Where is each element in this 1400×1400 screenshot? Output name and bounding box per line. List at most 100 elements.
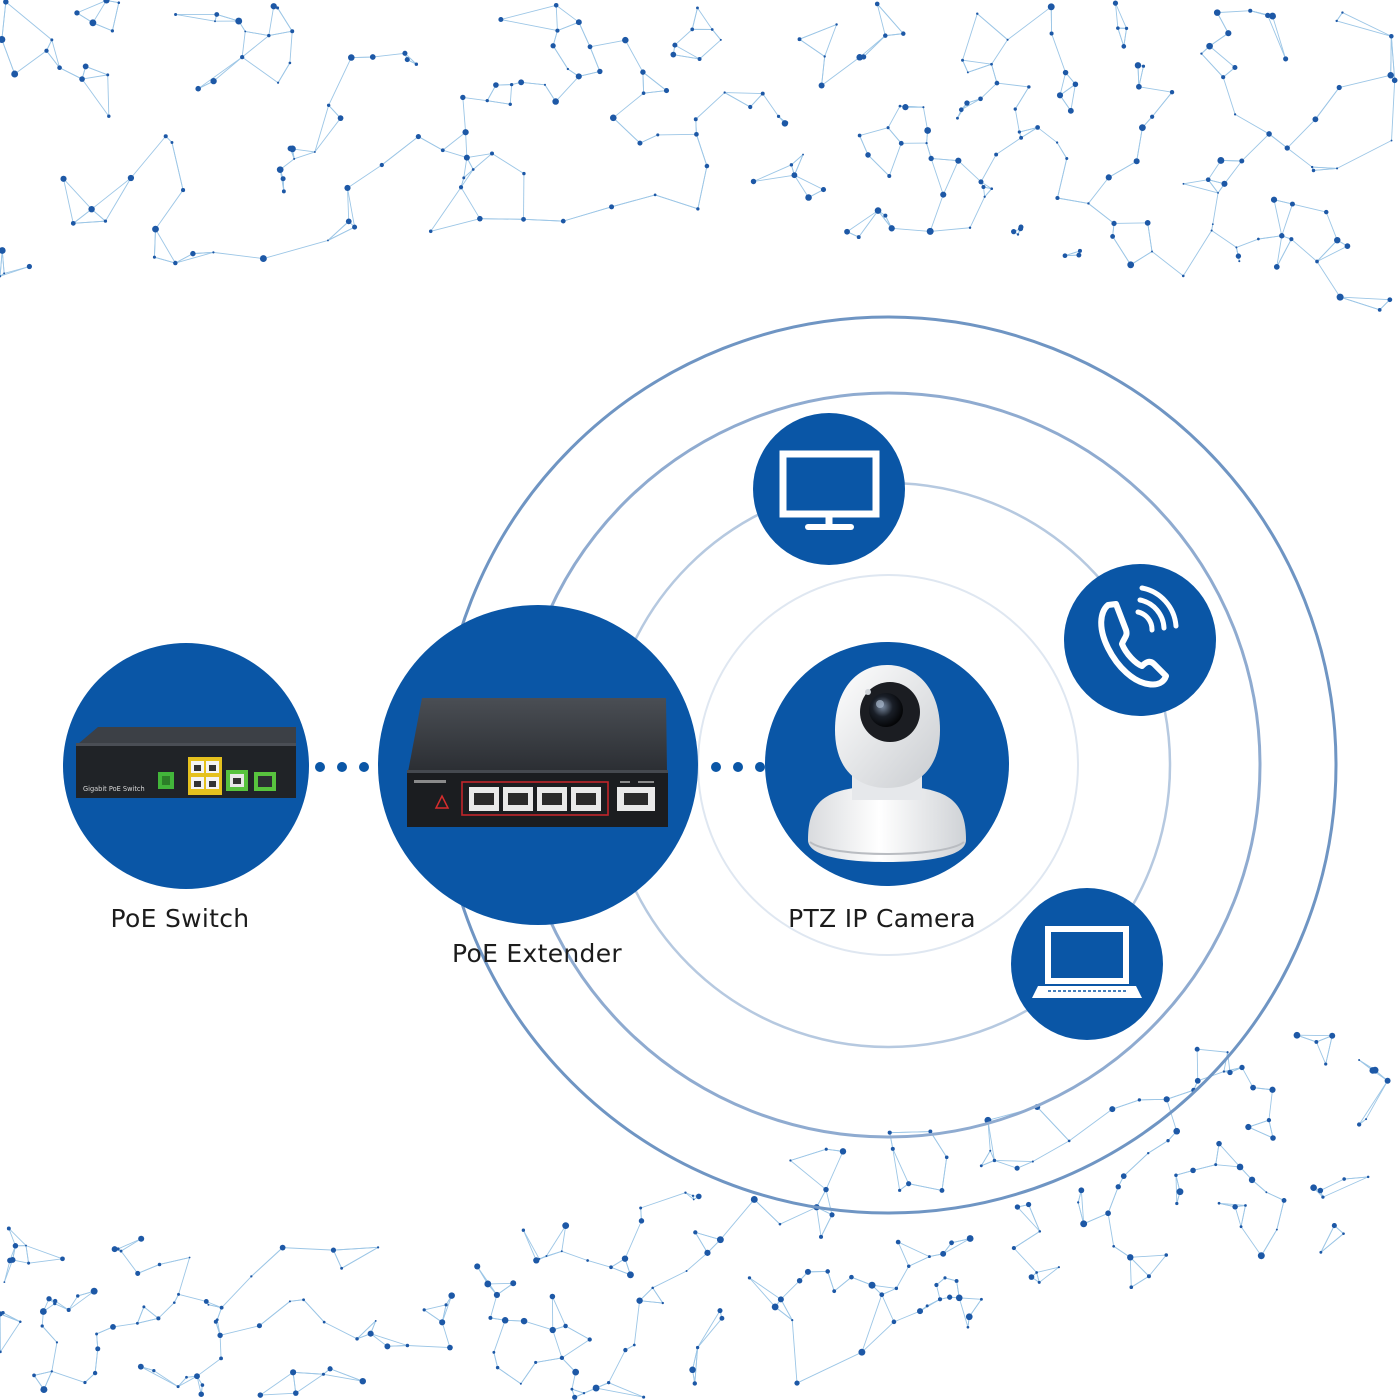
- mesh-node: [50, 1370, 53, 1373]
- mesh-link: [885, 33, 904, 37]
- mesh-node: [1055, 195, 1060, 201]
- mesh-link: [260, 1371, 294, 1396]
- mesh-link: [794, 174, 809, 198]
- mesh-link: [1320, 1225, 1335, 1253]
- mesh-node: [110, 1323, 116, 1330]
- mesh-link: [1019, 126, 1038, 133]
- mesh-link: [294, 151, 315, 160]
- mesh-link: [1088, 177, 1110, 204]
- mesh-node: [1018, 226, 1024, 232]
- mesh-link: [370, 1333, 408, 1346]
- mesh-node: [818, 1234, 824, 1239]
- mesh-node: [670, 51, 677, 58]
- mesh-node: [493, 1291, 500, 1299]
- mesh-node: [978, 96, 983, 102]
- mesh-node: [1270, 196, 1278, 203]
- mesh-node: [684, 1191, 687, 1194]
- mesh-link: [799, 38, 825, 57]
- mesh-node: [1239, 1225, 1243, 1229]
- mesh-link: [263, 239, 329, 260]
- mesh-link: [1, 39, 16, 75]
- mesh-node: [1384, 1077, 1391, 1084]
- mesh-link: [958, 1297, 969, 1328]
- mesh-link: [404, 52, 417, 65]
- mesh-node: [545, 1255, 548, 1258]
- mesh-link: [1240, 1226, 1262, 1256]
- mesh-link: [351, 56, 373, 58]
- mesh-link: [1151, 251, 1184, 277]
- mesh-link: [245, 30, 269, 37]
- mesh-node: [575, 73, 582, 80]
- mesh-link: [695, 1231, 721, 1241]
- mesh-link: [958, 160, 982, 183]
- mesh-node: [1391, 77, 1398, 84]
- mesh-link: [1219, 1202, 1246, 1206]
- mesh-link: [1175, 1169, 1194, 1176]
- mesh-link: [790, 1160, 827, 1190]
- mesh-link: [565, 1325, 590, 1340]
- mesh-link: [1313, 167, 1338, 171]
- mesh-node: [1319, 1250, 1323, 1254]
- mesh-node: [1270, 1135, 1276, 1141]
- mesh-link: [1183, 183, 1219, 194]
- mesh-link: [846, 210, 879, 233]
- mesh-link: [1166, 1099, 1178, 1132]
- mesh-link: [589, 46, 601, 72]
- mesh-link: [25, 1245, 30, 1264]
- mesh-link: [259, 1301, 291, 1327]
- mesh-link: [1028, 1204, 1041, 1232]
- mesh-link: [292, 148, 315, 153]
- mesh-link: [208, 1304, 222, 1309]
- mesh-link: [816, 1189, 827, 1208]
- mesh-node: [627, 1271, 634, 1279]
- mesh-node: [1336, 167, 1339, 170]
- mesh-link: [328, 57, 352, 106]
- mesh-node: [19, 1320, 22, 1324]
- mesh-link: [92, 0, 107, 24]
- mesh-node: [609, 204, 615, 210]
- mesh-link: [887, 127, 902, 144]
- mesh-link: [694, 1232, 708, 1254]
- mesh-node: [895, 1239, 901, 1245]
- mesh-node: [1377, 307, 1382, 312]
- mesh-link: [1223, 1067, 1243, 1072]
- mesh-link: [1241, 1067, 1254, 1088]
- mesh-node: [818, 82, 825, 89]
- mesh-node: [717, 1308, 723, 1314]
- mesh-link: [0, 266, 30, 277]
- mesh-node: [639, 1206, 643, 1210]
- mesh-node: [1310, 165, 1314, 169]
- mesh-node: [214, 12, 220, 17]
- mesh-link: [46, 50, 60, 68]
- mesh-node: [672, 42, 678, 48]
- mesh-node: [716, 1236, 724, 1244]
- mesh-node: [802, 153, 804, 156]
- mesh-link: [643, 90, 667, 94]
- mesh-node: [719, 38, 722, 41]
- mesh-node: [1013, 107, 1017, 111]
- mesh-node: [1331, 1223, 1337, 1229]
- mesh-link: [697, 7, 713, 30]
- mesh-link: [196, 1357, 222, 1377]
- mesh-link: [686, 1252, 708, 1272]
- mesh-node: [1150, 114, 1155, 119]
- mesh-node: [661, 1301, 664, 1305]
- mesh-link: [1201, 53, 1224, 78]
- mesh-node: [1136, 83, 1142, 90]
- mesh-node: [939, 1188, 945, 1193]
- mesh-node: [88, 205, 95, 213]
- mesh-node: [789, 1159, 792, 1162]
- mesh-link: [968, 1299, 982, 1317]
- mesh-node: [337, 115, 344, 122]
- mesh-link: [196, 1376, 202, 1395]
- mesh-node: [293, 1390, 299, 1396]
- mesh-node: [1358, 1058, 1361, 1061]
- mesh-node: [858, 1348, 866, 1356]
- mesh-node: [622, 36, 629, 44]
- poe-switch-node: Gigabit PoE Switch: [63, 643, 309, 889]
- mesh-node: [849, 1274, 854, 1280]
- mesh-node: [805, 194, 812, 201]
- mesh-node: [1273, 263, 1280, 270]
- mesh-link: [407, 1345, 450, 1349]
- phone-node: [1064, 564, 1216, 716]
